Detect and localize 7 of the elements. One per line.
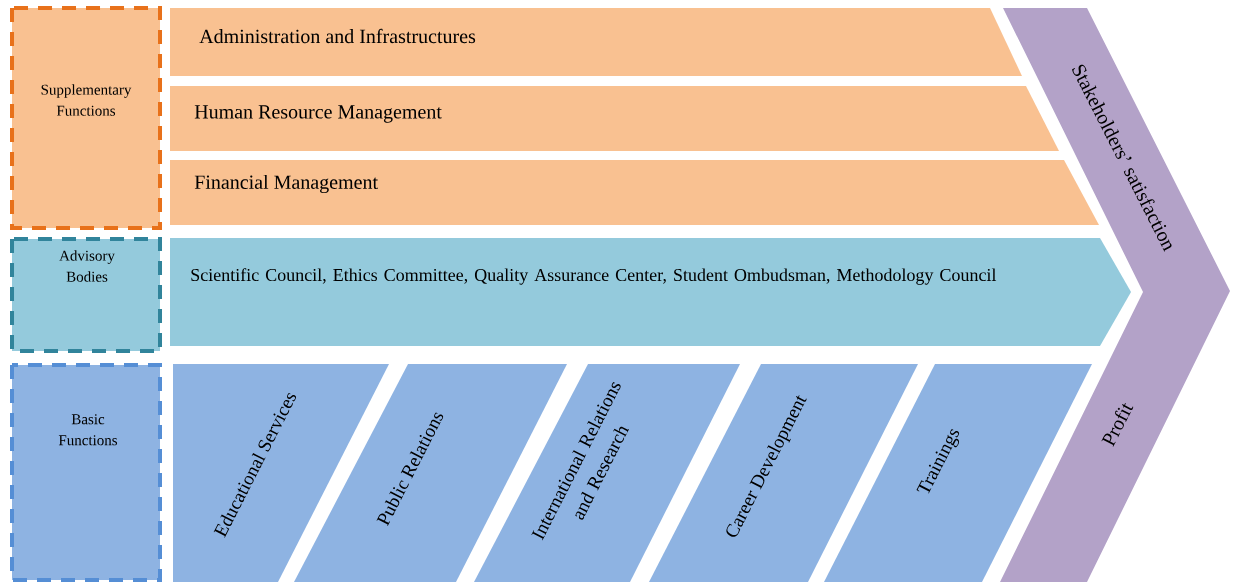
function-band: Human Resource Management	[170, 86, 1059, 151]
function-group-box: Supplementary Functions	[10, 6, 162, 230]
function-group-box: Advisory Bodies	[10, 237, 162, 353]
function-band: Scientific Council, Ethics Committee, Quality Assurance Center, Student Ombudsman, Methodology Council	[170, 238, 1131, 346]
function-band: Financial Management	[170, 160, 1099, 225]
function-band: Administration and Infrastructures	[170, 8, 1022, 76]
function-group-box: Basic Functions	[10, 363, 162, 582]
